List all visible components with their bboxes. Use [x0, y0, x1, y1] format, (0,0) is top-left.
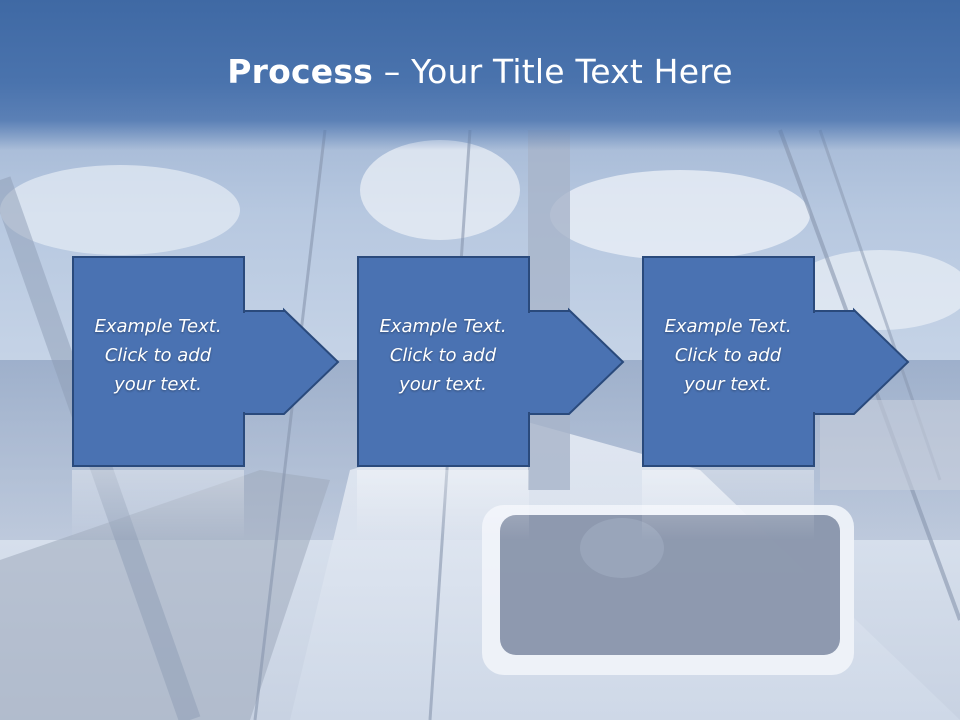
- step-text-line: Example Text.: [94, 316, 222, 337]
- step-text-line: Click to add: [674, 345, 782, 366]
- slide-title[interactable]: Process – Your Title Text Here: [0, 52, 960, 91]
- title-bold-part: Process: [227, 52, 374, 91]
- step-reflection: [72, 470, 244, 540]
- step-text: Example Text. Click to add your text.: [642, 312, 814, 399]
- title-bar: [0, 0, 960, 150]
- step-text-line: your text.: [684, 374, 772, 395]
- step-text-line: Click to add: [389, 345, 497, 366]
- process-step-3[interactable]: Example Text. Click to add your text.: [642, 256, 912, 468]
- step-shape: [72, 256, 340, 467]
- step-shape: [357, 256, 625, 467]
- step-text: Example Text. Click to add your text.: [72, 312, 244, 399]
- process-step-2[interactable]: Example Text. Click to add your text.: [357, 256, 627, 468]
- step-text-line: your text.: [114, 374, 202, 395]
- process-step-1[interactable]: Example Text. Click to add your text.: [72, 256, 342, 468]
- step-text-line: Example Text.: [379, 316, 507, 337]
- step-text: Example Text. Click to add your text.: [357, 312, 529, 399]
- step-text-line: Click to add: [104, 345, 212, 366]
- step-text-line: Example Text.: [664, 316, 792, 337]
- title-regular-part: – Your Title Text Here: [373, 52, 733, 91]
- step-text-line: your text.: [399, 374, 487, 395]
- step-shape: [642, 256, 910, 467]
- step-reflection: [642, 470, 814, 540]
- step-reflection: [357, 470, 529, 540]
